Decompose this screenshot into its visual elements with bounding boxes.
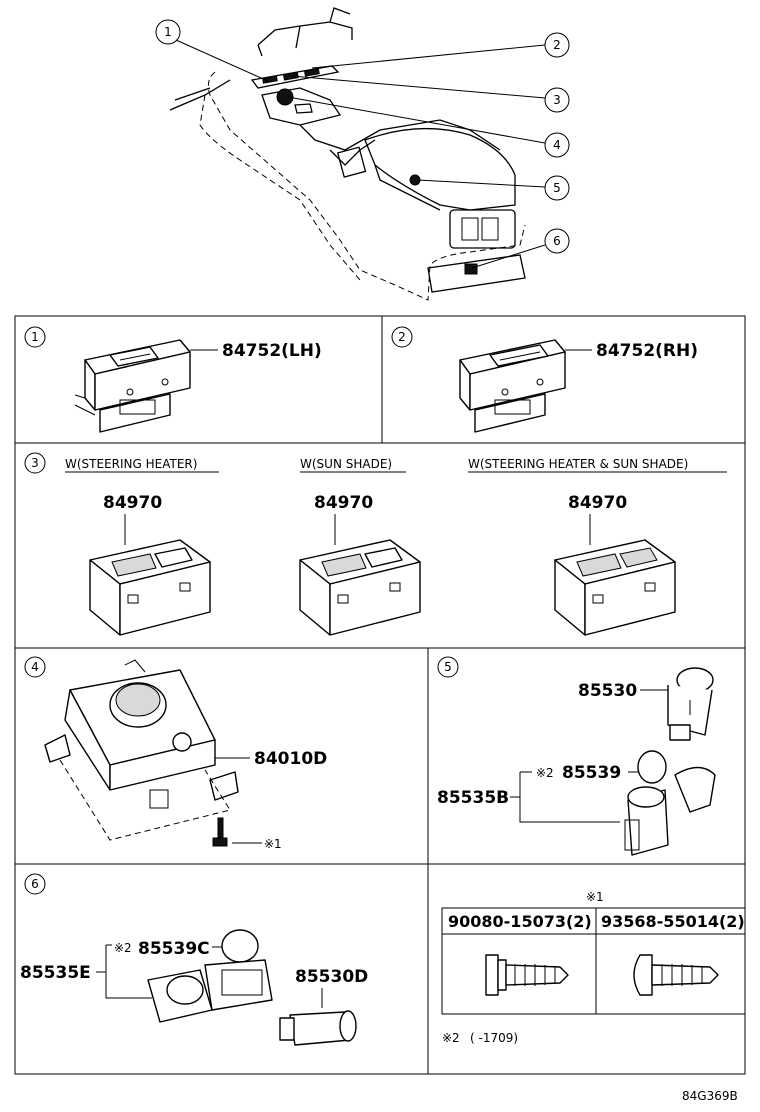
fastener-part-93568-55014: 93568-55014(2) bbox=[601, 912, 745, 931]
panel-grid bbox=[14, 315, 746, 1075]
callout-3-label: 3 bbox=[553, 93, 561, 107]
panel-3: 3 W(STEERING HEATER) 84970 W(SUN SHADE) … bbox=[24, 452, 727, 636]
switch-combined-illustration bbox=[554, 539, 676, 636]
fastener-table: ※1 90080-15073(2) 93568-55014(2) ※2 ( -1… bbox=[441, 890, 746, 1045]
callout-6 bbox=[544, 228, 570, 254]
part-number-84752-lh: 84752(LH) bbox=[222, 341, 322, 361]
panel-3-index-circle bbox=[24, 452, 46, 474]
part-number-85535b: 85535B bbox=[437, 788, 509, 808]
callout-4-label: 4 bbox=[553, 138, 561, 152]
callout-1 bbox=[155, 19, 181, 45]
callout-1-label: 1 bbox=[164, 25, 172, 39]
switch-rh-illustration bbox=[459, 339, 566, 433]
fastener-part-90080-15073: 90080-15073(2) bbox=[448, 912, 592, 931]
part-number-85539: 85539 bbox=[562, 763, 621, 783]
screw-mark-1: ※1 bbox=[264, 837, 282, 851]
part-number-84970-steering-heater: 84970 bbox=[103, 493, 162, 513]
callout-3 bbox=[544, 87, 570, 113]
panel-6-index: 6 bbox=[31, 877, 39, 891]
footnote-mark: ※2 bbox=[442, 1031, 460, 1045]
socket-cap-rear-illustration bbox=[221, 929, 259, 963]
cigarette-lighter-plug-illustration bbox=[667, 667, 714, 741]
panel-5-index: 5 bbox=[444, 660, 452, 674]
part-number-84010d: 84010D bbox=[254, 749, 327, 769]
panel-1-index-circle bbox=[24, 326, 46, 348]
socket-cap-illustration bbox=[637, 750, 667, 784]
panel-5-mark: ※2 bbox=[536, 766, 554, 780]
part-number-85530d: 85530D bbox=[295, 967, 368, 987]
callout-5-label: 5 bbox=[553, 181, 561, 195]
rear-lighter-plug-illustration bbox=[279, 1010, 357, 1046]
switch-steering-heater-illustration bbox=[89, 539, 211, 636]
part-number-84752-rh: 84752(RH) bbox=[596, 341, 698, 361]
panel-2: 2 84752(RH) bbox=[391, 326, 698, 433]
part-number-85530: 85530 bbox=[578, 681, 637, 701]
variant-steering-heater-sun-shade-caption: W(STEERING HEATER & SUN SHADE) bbox=[468, 457, 688, 471]
part-number-85539c: 85539C bbox=[138, 939, 210, 959]
switch-sun-shade-illustration bbox=[299, 539, 421, 636]
callout-6-label: 6 bbox=[553, 234, 561, 248]
diagram-code: 84G369B bbox=[682, 1089, 738, 1103]
controller-knob-illustration bbox=[44, 659, 239, 841]
pan-screw-illustration bbox=[633, 954, 719, 996]
panel-4-index: 4 bbox=[31, 660, 39, 674]
panel-6: 6 ※2 85539C 85535E 85530D bbox=[20, 873, 368, 1046]
part-number-84970-sun-shade: 84970 bbox=[314, 493, 373, 513]
fastener-heading: ※1 bbox=[586, 890, 604, 904]
panel-1-index: 1 bbox=[31, 330, 39, 344]
panel-6-index-circle bbox=[24, 873, 46, 895]
callout-4 bbox=[544, 132, 570, 158]
power-socket-illustration bbox=[624, 766, 716, 856]
hex-bolt-illustration bbox=[485, 954, 569, 996]
part-number-85535e: 85535E bbox=[20, 963, 91, 983]
panel-2-index: 2 bbox=[398, 330, 406, 344]
screw-1-illustration bbox=[212, 817, 228, 847]
panel-3-index: 3 bbox=[31, 456, 39, 470]
panel-4: 4 84010D ※1 bbox=[24, 656, 327, 851]
overview-callouts: 1 2 3 4 5 6 bbox=[155, 19, 570, 269]
rear-power-socket-illustration bbox=[147, 959, 273, 1023]
panel-6-mark: ※2 bbox=[114, 941, 132, 955]
panel-4-index-circle bbox=[24, 656, 46, 678]
panel-5-index-circle bbox=[437, 656, 459, 678]
callout-2-label: 2 bbox=[553, 38, 561, 52]
panel-1: 1 84752(LH) bbox=[24, 326, 322, 433]
footnote-text: ( -1709) bbox=[470, 1031, 518, 1045]
variant-steering-heater-caption: W(STEERING HEATER) bbox=[65, 457, 197, 471]
part-number-84970-combined: 84970 bbox=[568, 493, 627, 513]
panel-2-index-circle bbox=[391, 326, 413, 348]
panel-5: 5 85530 ※2 85539 85535B bbox=[437, 656, 716, 856]
callout-5 bbox=[544, 175, 570, 201]
variant-sun-shade-caption: W(SUN SHADE) bbox=[300, 457, 392, 471]
switch-lh-illustration bbox=[74, 339, 191, 433]
